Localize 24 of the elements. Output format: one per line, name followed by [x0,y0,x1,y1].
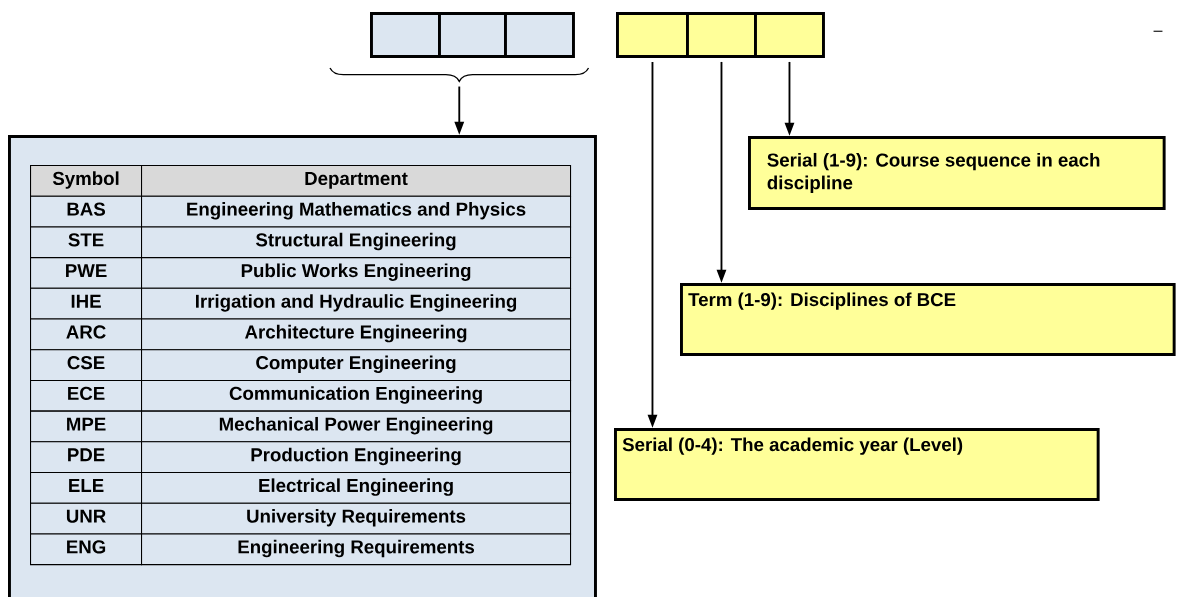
cell-box [504,12,575,58]
table-cell: IHE [30,287,143,320]
table-cell: ELE [30,472,143,504]
table-cell: Symbol [30,165,143,197]
table-cell: ECE [30,379,143,412]
table-cell: PWE [30,257,143,289]
text-box: Serial (1-9): Course sequence in each discipline [748,136,1166,210]
cell-box [616,12,689,58]
brace [329,67,590,82]
table-cell: BAS [30,195,143,228]
table-cell: ARC [30,318,143,351]
table-cell: STE [30,226,143,259]
table-cell: MPE [30,410,143,443]
cell-box [686,12,757,58]
table-cell: UNR [30,502,143,535]
cell-box [754,12,825,58]
cell-box [438,12,507,58]
text-box: Term (1-9): Disciplines of BCE [680,283,1176,356]
text-box: Serial (0-4): The academic year (Level) [614,428,1100,501]
table-cell: ENG [30,533,143,566]
table-cell: CSE [30,349,143,381]
dash-mark: – [1153,30,1163,32]
cell-box [370,12,441,58]
table-cell: PDE [30,441,143,474]
